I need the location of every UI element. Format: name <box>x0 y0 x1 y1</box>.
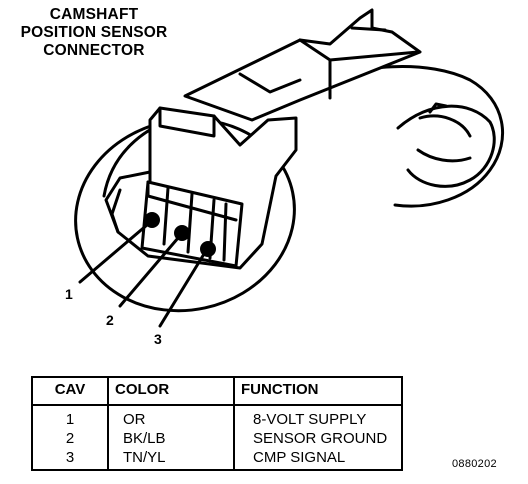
cell-cav: 2 <box>32 429 109 448</box>
pin-function-table: CAV COLOR FUNCTION 1 OR 8-VOLT SUPPLY 2 … <box>31 376 403 471</box>
figure-code: 0880202 <box>452 458 497 470</box>
cell-function: CMP SIGNAL <box>253 449 346 466</box>
pin-1-leader <box>78 223 149 284</box>
pin-2-leader <box>118 236 180 308</box>
title-line-3: CONNECTOR <box>43 42 145 59</box>
pin-2-label: 2 <box>106 312 114 328</box>
cell-color: BK/LB <box>108 429 235 448</box>
title-line-2: POSITION SENSOR <box>20 24 168 41</box>
table-row: 3 TN/YL CMP SIGNAL <box>32 448 402 470</box>
table-row: 1 OR 8-VOLT SUPPLY <box>32 405 402 429</box>
header-color: COLOR <box>108 377 235 405</box>
header-function: FUNCTION <box>241 381 319 398</box>
pin-3-label: 3 <box>154 331 162 347</box>
cell-color: TN/YL <box>108 448 235 470</box>
cell-cav: 3 <box>32 448 109 470</box>
header-cav: CAV <box>32 377 109 405</box>
table-header-row: CAV COLOR FUNCTION <box>32 377 402 405</box>
connector-rear-collar <box>396 104 496 188</box>
cell-function: SENSOR GROUND <box>253 430 388 447</box>
cell-color: OR <box>108 405 235 429</box>
cell-cav: 1 <box>32 405 109 429</box>
table-row: 2 BK/LB SENSOR GROUND <box>32 429 402 448</box>
pin-1-label: 1 <box>65 286 73 302</box>
cell-function: 8-VOLT SUPPLY <box>253 411 367 428</box>
title-line-1: CAMSHAFT <box>49 6 139 23</box>
diagram-title: CAMSHAFT POSITION SENSOR CONNECTOR <box>6 6 182 60</box>
pin-3-leader <box>158 252 206 328</box>
